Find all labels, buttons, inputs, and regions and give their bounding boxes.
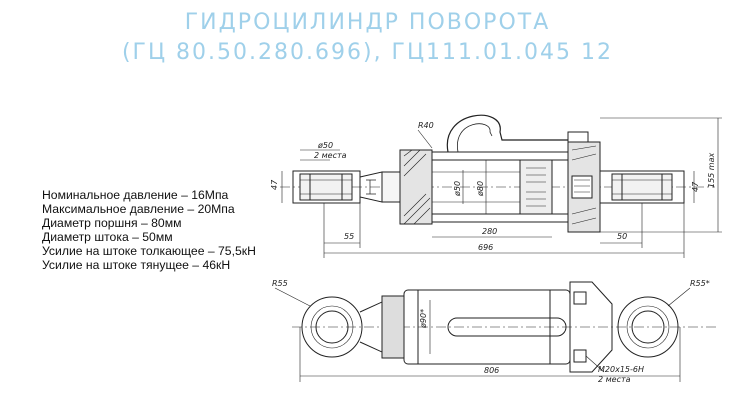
spec-nominal-pressure: Номинальное давление – 16Мпа (42, 188, 229, 202)
top-dimensions (281, 117, 722, 258)
dim-806: 806 (484, 366, 499, 375)
dim-r55-left: R55 (272, 279, 288, 288)
dim-280: 280 (482, 227, 497, 236)
dim-dia90: ø90* (419, 309, 428, 329)
spec-push-force: Усилие на штоке толкающее – 75,5кН (42, 243, 256, 258)
bottom-left-eye-inner (315, 310, 349, 344)
dim-h47-right: 47 (691, 181, 700, 192)
dim-155max: 155 max (707, 152, 716, 188)
title-line-1: ГИДРОЦИЛИНДР ПОВОРОТА (184, 10, 551, 35)
bottom-right-eye-inner (631, 310, 665, 344)
bottom-pipe (447, 317, 567, 337)
pipe-fitting (567, 131, 589, 143)
spec-max-pressure: Максимальное давление – 20Мпа (42, 201, 235, 216)
spec-list: Номинальное давление – 16Мпа Максимально… (42, 188, 256, 272)
bottom-right-eye-outer (617, 296, 679, 358)
dim-dia50-rod: ø50 (453, 181, 462, 197)
bottom-left-eye-outer (301, 296, 363, 358)
dim-two-places: 2 места (314, 151, 347, 160)
pipe (446, 114, 568, 153)
rear-block (569, 281, 613, 373)
piston (519, 159, 553, 215)
dim-dia50-eye: ø50 (317, 141, 333, 150)
dim-dia80: ø80 (476, 181, 485, 197)
left-eye (292, 170, 361, 204)
dim-r55-right: R55* (690, 279, 710, 288)
dim-696: 696 (478, 243, 493, 252)
title-line-2: (ГЦ 80.50.280.696), ГЦ111.01.045 12 (121, 40, 614, 65)
bottom-view (274, 281, 718, 382)
spec-pull-force: Усилие на штоке тянущее – 46кН (42, 257, 231, 272)
top-view (280, 114, 722, 258)
right-eye (599, 170, 685, 204)
dim-h47-left: 47 (270, 179, 279, 190)
dim-50: 50 (617, 232, 627, 241)
rod-collar (381, 295, 405, 359)
bottom-dimensions (274, 287, 691, 382)
dim-r40: R40 (418, 121, 434, 130)
spec-rod-diameter: Диаметр штока – 50мм (42, 229, 173, 244)
spec-piston-diameter: Диаметр поршня – 80мм (42, 215, 182, 230)
dim-thread-places: 2 места (598, 375, 631, 384)
dim-55: 55 (344, 232, 354, 241)
dim-thread: М20х15-6Н (598, 365, 644, 374)
gland (399, 149, 433, 225)
